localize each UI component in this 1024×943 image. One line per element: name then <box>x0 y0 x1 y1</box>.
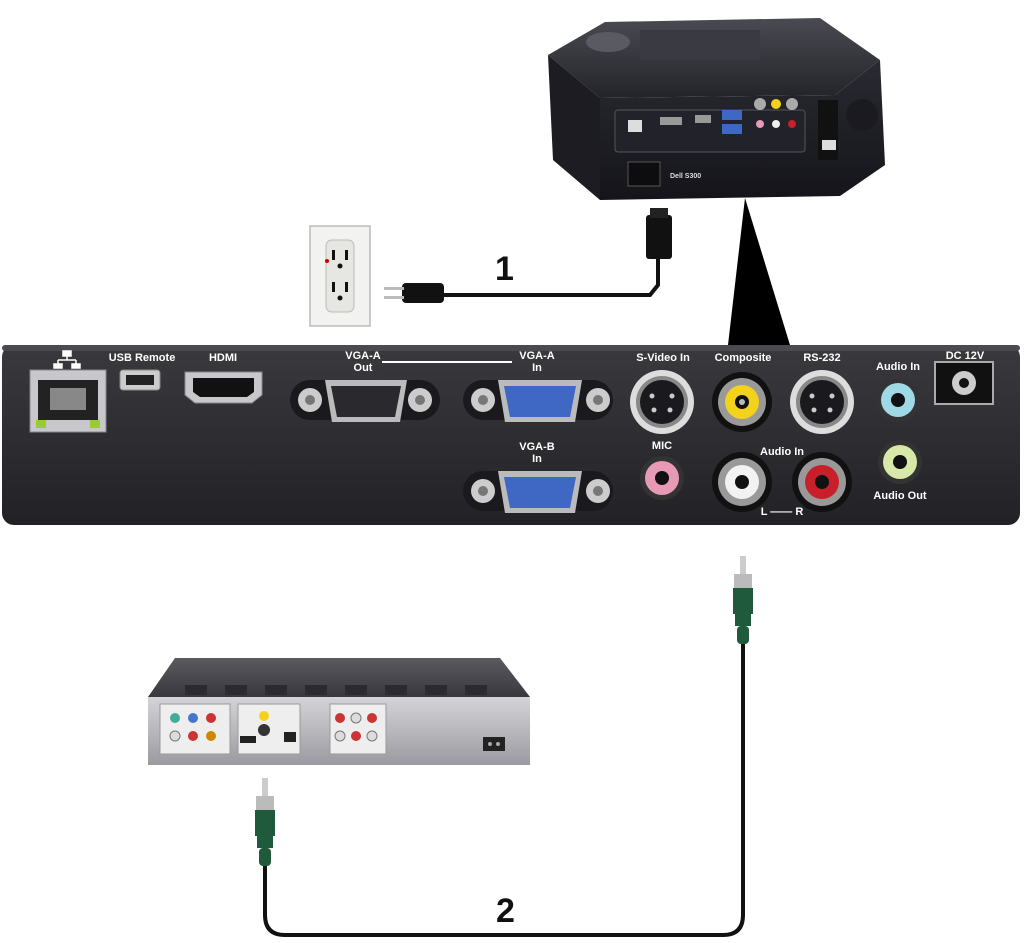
power-cable <box>384 208 672 303</box>
vga-b-in-label-1: VGA-B <box>519 441 555 453</box>
audio-in-right-jack <box>792 452 852 512</box>
vga-a-out-port <box>290 380 440 422</box>
mic-label: MIC <box>651 440 673 452</box>
audio-in-top-label: Audio In <box>876 361 920 373</box>
audio-in-jack <box>876 378 920 422</box>
mic-jack <box>640 456 684 500</box>
pointer-triangle <box>728 198 790 345</box>
rs232-port <box>790 370 854 434</box>
lr-label: L —— R <box>760 506 804 518</box>
hdmi-port <box>184 371 263 404</box>
composite-cable <box>255 556 753 937</box>
audio-in-lr-label: Audio In <box>760 446 804 458</box>
composite-port <box>712 372 772 432</box>
vga-a-in-label-1: VGA-A <box>519 350 555 362</box>
audio-in-left-jack <box>712 452 772 512</box>
vga-b-in-port <box>463 471 613 513</box>
callout-2: 2 <box>496 892 515 930</box>
projector: Dell S300 <box>548 18 885 200</box>
usb-remote-label: USB Remote <box>108 352 176 364</box>
dc-12v-label: DC 12V <box>945 350 985 362</box>
audio-out-jack <box>878 440 922 484</box>
composite-label: Composite <box>714 352 772 364</box>
svideo-in-port <box>630 370 694 434</box>
vga-a-out-label-2: Out <box>353 362 373 374</box>
vga-a-out-label-1: VGA-A <box>345 350 381 362</box>
hdmi-label: HDMI <box>208 352 238 364</box>
wall-outlet <box>309 225 371 327</box>
vga-a-in-port <box>463 380 613 422</box>
network-icon <box>53 350 81 369</box>
rs232-label: RS-232 <box>803 352 841 364</box>
vga-b-in-label-2: In <box>532 453 542 465</box>
callout-1: 1 <box>495 250 514 288</box>
video-source-device <box>148 658 530 765</box>
vga-a-in-label-2: In <box>532 362 542 374</box>
audio-out-label: Audio Out <box>873 490 927 502</box>
svideo-in-label: S-Video In <box>636 352 690 364</box>
network-port <box>29 369 107 433</box>
projector-model-label: Dell S300 <box>670 173 701 180</box>
dc-12v-port <box>934 361 994 405</box>
